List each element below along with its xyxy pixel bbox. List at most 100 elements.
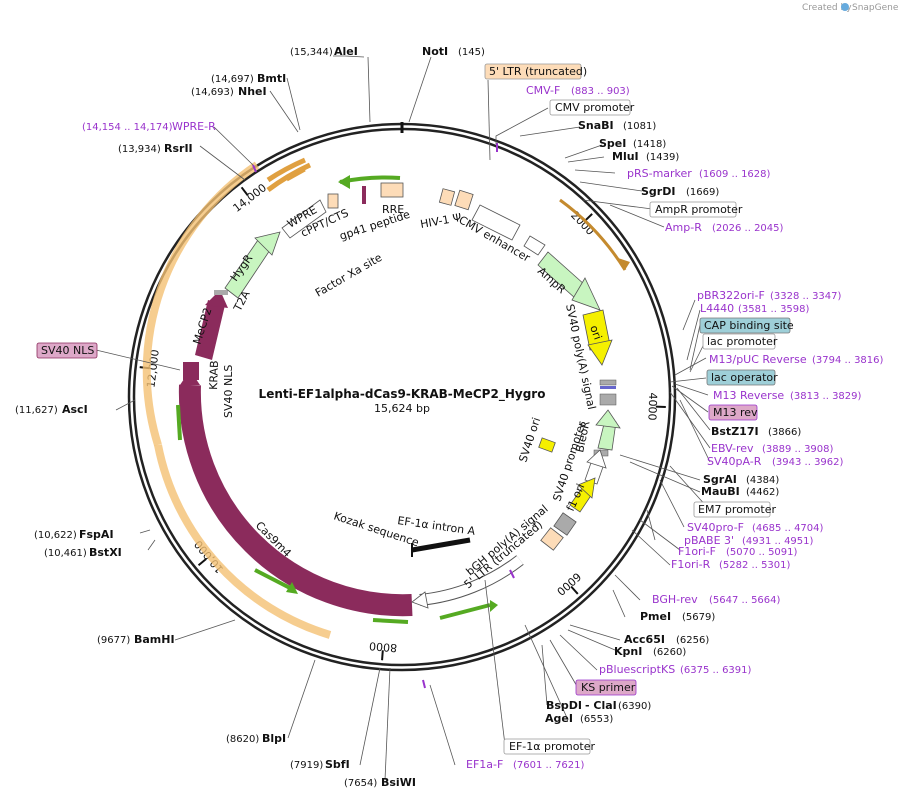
- site-sgrdi[interactable]: SgrDI: [641, 185, 675, 198]
- primer-ebv-rev[interactable]: EBV-rev: [711, 442, 754, 455]
- label-rre: RRE: [382, 203, 404, 216]
- box-lac-promoter[interactable]: [702, 333, 776, 350]
- primer-sv40pa-r[interactable]: SV40pA-R: [707, 455, 762, 468]
- ltr5-feature: [454, 189, 474, 211]
- site-sgrai[interactable]: SgrAI: [703, 473, 737, 486]
- box-sv40-nls[interactable]: [36, 342, 98, 359]
- box-ampr-promoter[interactable]: [649, 201, 737, 218]
- site-clai[interactable]: - ClaI: [585, 699, 617, 712]
- primer-pbabe3[interactable]: pBABE 3': [684, 534, 734, 547]
- cap-site-feature: [599, 379, 617, 386]
- site-sbfi[interactable]: SbfI: [325, 758, 350, 771]
- site-sgrai-pos: (4384): [746, 475, 779, 486]
- cas9m4-feature: [178, 384, 413, 617]
- primer-sv40pro-f-pos: (4685 .. 4704): [752, 523, 824, 534]
- site-noti-pos: (145): [458, 47, 485, 58]
- site-bsiwi-pos: (7654): [344, 778, 377, 789]
- primer-wpre-pos: (14,154 .. 14,174): [82, 122, 173, 133]
- primer-cmvf[interactable]: CMV-F: [526, 84, 560, 97]
- site-snabi[interactable]: SnaBI: [578, 119, 614, 132]
- box-cmv-promoter[interactable]: [549, 99, 631, 116]
- box-ampr-promoter-label: AmpR promoter: [655, 203, 743, 216]
- site-bmti[interactable]: BmtI: [257, 72, 286, 85]
- mecp2-feature: [195, 300, 225, 360]
- ef1a-intron-feature: [411, 537, 471, 553]
- primer-f1ori-f[interactable]: F1ori-F: [678, 545, 716, 558]
- site-bamhi[interactable]: BamHI: [134, 633, 175, 646]
- site-bstz17i-pos: (3866): [768, 427, 801, 438]
- box-ltr5[interactable]: [484, 63, 582, 80]
- primer-ef1a-f[interactable]: EF1a-F: [466, 758, 503, 771]
- cmv-enhancer-feature: [471, 204, 521, 241]
- site-blpi[interactable]: BlpI: [262, 732, 286, 745]
- primer-m13rev[interactable]: M13 Reverse: [713, 389, 784, 402]
- site-asci[interactable]: AscI: [62, 403, 88, 416]
- box-sv40-nls-label: SV40 NLS: [41, 344, 94, 357]
- box-em7[interactable]: [693, 501, 771, 518]
- site-bspdi[interactable]: BspDI: [546, 699, 582, 712]
- box-lac-promoter-label: lac promoter: [707, 335, 778, 348]
- tick-label: 6000: [554, 570, 584, 598]
- site-pmei[interactable]: PmeI: [640, 610, 671, 623]
- hygr-arrowhead: [254, 231, 281, 256]
- box-cap-site[interactable]: [699, 317, 791, 334]
- site-agei-pos: (6553): [580, 714, 613, 725]
- primer-sv40pro-f[interactable]: SV40pro-F: [687, 521, 744, 534]
- site-acc65i-pos: (6256): [676, 635, 709, 646]
- box-ks-primer[interactable]: [575, 679, 637, 696]
- site-acc65i[interactable]: Acc65I: [624, 633, 665, 646]
- primer-bgh-rev[interactable]: BGH-rev: [652, 593, 698, 606]
- primer-ebv-rev-pos: (3889 .. 3908): [762, 444, 834, 455]
- primer-l4440-pos: (3581 .. 3598): [738, 304, 810, 315]
- tick-mark: [381, 650, 384, 661]
- primer-pbluescriptks[interactable]: pBluescriptKS: [599, 663, 675, 676]
- site-bmti-pos: (14,697): [211, 74, 254, 85]
- site-spei[interactable]: SpeI: [599, 137, 626, 150]
- site-kpni-pos: (6260): [653, 647, 686, 658]
- site-mlui-pos: (1439): [646, 152, 679, 163]
- tick-mark: [240, 186, 249, 196]
- outer-arc-wpre-2: [266, 157, 306, 183]
- primer-wpre-mark: [252, 164, 257, 173]
- site-agei[interactable]: AgeI: [545, 712, 573, 725]
- primer-bgh-rev-pos: (5647 .. 5664): [709, 595, 781, 606]
- site-bstxi[interactable]: BstXI: [89, 546, 122, 559]
- primer-ampr[interactable]: Amp-R: [665, 221, 702, 234]
- t2a-feature: [214, 290, 228, 295]
- site-nhei[interactable]: NheI: [238, 85, 267, 98]
- box-m13-rev[interactable]: [708, 404, 758, 421]
- box-ef1a-promoter-label: EF-1α promoter: [509, 740, 596, 753]
- ampr-arrowhead: [571, 277, 601, 311]
- ltr-trunc-feature: [540, 527, 564, 551]
- box-ef1a-promoter[interactable]: [503, 738, 591, 755]
- green-arrow-top-head: [338, 175, 350, 189]
- primer-cmvf-pos: (883 .. 903): [571, 86, 630, 97]
- green-arrow-d: [176, 404, 182, 441]
- site-alei[interactable]: AleI: [334, 45, 358, 58]
- site-rsrii[interactable]: RsrII: [164, 142, 193, 155]
- box-lac-operator[interactable]: [706, 369, 776, 386]
- site-bsiwi[interactable]: BsiWI: [381, 776, 416, 789]
- tick-label: 8000: [369, 639, 398, 654]
- label-krab: KRAB: [207, 360, 221, 390]
- site-sgrdi-pos: (1669): [686, 187, 719, 198]
- site-noti[interactable]: NotI: [422, 45, 448, 58]
- primer-m13puc[interactable]: M13/pUC Reverse: [709, 353, 807, 366]
- box-lac-operator-label: lac operator: [711, 371, 778, 384]
- site-fspai[interactable]: FspAI: [79, 528, 114, 541]
- site-mlui[interactable]: MluI: [612, 150, 639, 163]
- primer-pbr322[interactable]: pBR322ori-F: [697, 289, 765, 302]
- primer-l4440[interactable]: L4440: [700, 302, 734, 315]
- site-kpni[interactable]: KpnI: [614, 645, 642, 658]
- site-maubi[interactable]: MauBI: [701, 485, 740, 498]
- primer-f1ori-r[interactable]: F1ori-R: [671, 558, 711, 571]
- leader-lines: [95, 55, 711, 781]
- outer-arrow-ampr: [559, 198, 627, 271]
- label-hiv1psi: HIV-1 Ψ: [419, 211, 462, 231]
- primer-wpre[interactable]: WPRE-R: [172, 120, 216, 133]
- cmv-promoter-feature: [523, 235, 546, 256]
- primer-prs-marker[interactable]: pRS-marker: [627, 167, 692, 180]
- green-arrow-a-head: [286, 582, 298, 594]
- site-bstz17i[interactable]: BstZ17I: [711, 425, 759, 438]
